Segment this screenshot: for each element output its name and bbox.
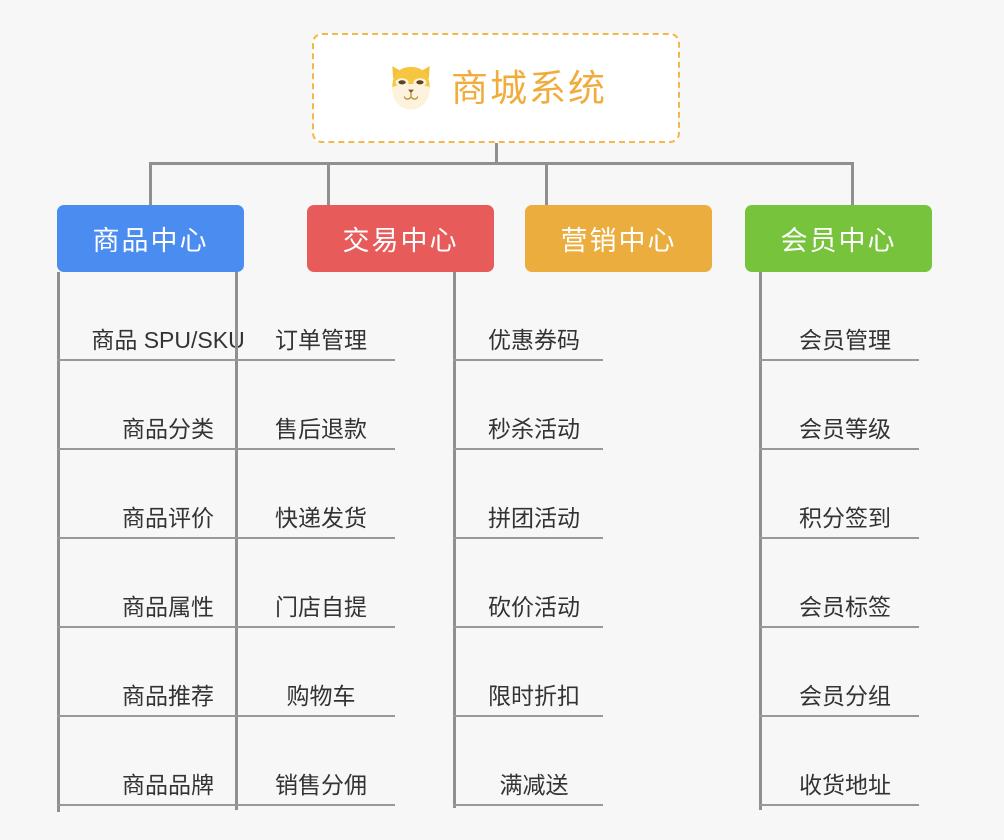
leaf-item-label: 商品分类 <box>122 415 214 442</box>
leaf-item[interactable]: 售后退款 <box>235 361 395 450</box>
branch-spine-2 <box>453 272 456 808</box>
connector-drop-1 <box>327 162 330 206</box>
leaf-item[interactable]: 限时折扣 <box>453 628 603 717</box>
leaf-item[interactable]: 会员等级 <box>759 361 919 450</box>
branch-spine-0 <box>57 272 60 812</box>
leaf-item-label: 拼团活动 <box>488 504 580 531</box>
leaf-item[interactable]: 收货地址 <box>759 717 919 806</box>
leaf-item-label: 积分签到 <box>799 504 891 531</box>
category-header-0[interactable]: 商品中心 <box>57 205 244 272</box>
connector-root-stem <box>495 143 498 165</box>
category-header-1[interactable]: 交易中心 <box>307 205 494 272</box>
leaf-item-label: 商品 SPU/SKU <box>91 326 245 353</box>
leaf-item-label: 限时折扣 <box>488 682 580 709</box>
leaf-item[interactable]: 优惠券码 <box>453 272 603 361</box>
root-node[interactable]: 商城系统 <box>312 33 680 143</box>
leaf-item-label: 满减送 <box>499 771 569 798</box>
leaf-item-label: 快递发货 <box>275 504 367 531</box>
leaf-item-label: 商品属性 <box>122 593 214 620</box>
leaf-item-label: 订单管理 <box>275 326 367 353</box>
connector-drop-2 <box>545 162 548 206</box>
leaf-item[interactable]: 砍价活动 <box>453 539 603 628</box>
leaf-item[interactable]: 订单管理 <box>235 272 395 361</box>
leaf-item-label: 会员等级 <box>799 415 891 442</box>
leaf-item-label: 销售分佣 <box>275 771 367 798</box>
category-header-label: 营销中心 <box>560 226 677 256</box>
leaf-item[interactable]: 商品品牌 <box>57 717 267 806</box>
category-header-3[interactable]: 会员中心 <box>745 205 932 272</box>
shiba-dog-icon <box>385 62 437 114</box>
leaf-item-label: 砍价活动 <box>488 593 580 620</box>
leaf-item[interactable]: 会员管理 <box>759 272 919 361</box>
leaf-item[interactable]: 秒杀活动 <box>453 361 603 450</box>
connector-drop-3 <box>851 162 854 206</box>
category-header-label: 交易中心 <box>342 226 459 256</box>
leaf-item-label: 优惠券码 <box>488 326 580 353</box>
leaf-item[interactable]: 商品推荐 <box>57 628 267 717</box>
leaf-item[interactable]: 购物车 <box>235 628 395 717</box>
category-header-2[interactable]: 营销中心 <box>525 205 712 272</box>
branch-spine-3 <box>759 272 762 810</box>
leaf-item[interactable]: 商品分类 <box>57 361 267 450</box>
branch-spine-1 <box>235 272 238 810</box>
leaf-item-label: 会员标签 <box>799 593 891 620</box>
leaf-item[interactable]: 快递发货 <box>235 450 395 539</box>
leaf-item[interactable]: 销售分佣 <box>235 717 395 806</box>
category-header-label: 会员中心 <box>780 226 897 256</box>
leaf-item-label: 秒杀活动 <box>488 415 580 442</box>
leaf-item[interactable]: 满减送 <box>453 717 603 806</box>
category-header-label: 商品中心 <box>92 226 209 256</box>
leaf-item-label: 会员分组 <box>799 682 891 709</box>
root-title: 商城系统 <box>451 67 607 109</box>
leaf-item-label: 售后退款 <box>275 415 367 442</box>
leaf-item[interactable]: 商品评价 <box>57 450 267 539</box>
connector-horizontal-bar <box>149 162 854 165</box>
leaf-item-label: 商品评价 <box>122 504 214 531</box>
leaf-item-label: 商品品牌 <box>122 771 214 798</box>
leaf-item-label: 会员管理 <box>799 326 891 353</box>
leaf-item[interactable]: 门店自提 <box>235 539 395 628</box>
leaf-item-label: 收货地址 <box>799 771 891 798</box>
leaf-item[interactable]: 会员标签 <box>759 539 919 628</box>
leaf-item-label: 购物车 <box>286 682 356 709</box>
leaf-item[interactable]: 商品属性 <box>57 539 267 628</box>
leaf-item[interactable]: 商品 SPU/SKU <box>57 272 267 361</box>
leaf-item[interactable]: 积分签到 <box>759 450 919 539</box>
leaf-item-label: 门店自提 <box>275 593 367 620</box>
leaf-item-label: 商品推荐 <box>122 682 214 709</box>
leaf-item[interactable]: 拼团活动 <box>453 450 603 539</box>
connector-drop-0 <box>149 162 152 206</box>
leaf-item[interactable]: 会员分组 <box>759 628 919 717</box>
